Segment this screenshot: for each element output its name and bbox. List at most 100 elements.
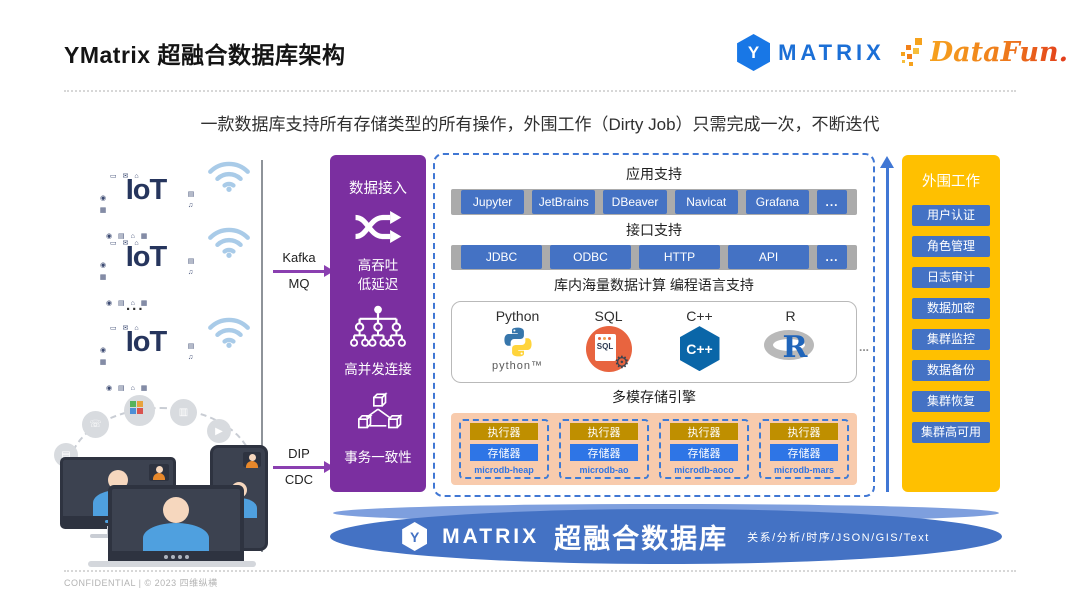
wifi-icon [208,317,250,348]
api-chip-more: ... [817,245,847,270]
iot-decor: ▤ ♫ [187,257,194,277]
flow-label-bottom: CDC [284,472,314,487]
banner-matrix-wordmark: MATRIX [442,524,540,548]
storage-chip: 存储器 [769,444,839,462]
iot-decor: ◉ ▦ [99,194,106,215]
executor-chip: 执行器 [669,423,739,441]
footer-divider [64,570,1016,572]
flow-label-top: Kafka [282,250,316,265]
matrix-hexagon-icon: Y [737,34,771,71]
engine-group: 执行器 存储器 microdb-heap [459,419,549,480]
flow-kafka-mq: Kafka MQ [268,250,334,291]
iot-decor: ◉ ▤ ⌂ ▦ [106,233,150,240]
banner-matrix-hexagon-icon: Y [402,522,428,551]
engine-name: microdb-ao [579,465,629,476]
phone-node-icon: ☏ [82,411,109,438]
cubes-icon [358,391,403,429]
app-chip: Navicat [674,189,738,214]
api-chip: JDBC [461,245,542,270]
section-title-storage-engines: 多模存储引擎 [612,389,696,406]
iot-decor: ▤ ♫ [187,342,194,362]
sources-ellipsis: ... [126,297,145,314]
r-icon: R [762,326,820,370]
iot-label: IoT [125,326,168,358]
topology-icon [350,305,406,347]
banner-title: 超融合数据库 [554,524,729,554]
ingest-column: 数据接入 高吞吐 低延迟 高并发连接 [330,155,426,492]
shuffle-icon [355,211,402,244]
app-chip: JetBrains [532,189,596,214]
datafun-pixels-icon [900,37,922,66]
flow-arrow-icon [273,265,334,277]
api-chip: ODBC [550,245,631,270]
datafun-logo: DataFun. [900,37,1068,68]
engine-name: microdb-heap [474,465,534,476]
matrix-logo: Y MATRIX [737,34,885,71]
iot-decor: ◉ ▦ [99,261,106,282]
engine-group: 执行器 存储器 microdb-mars [759,419,849,480]
periphery-item: 角色管理 [912,236,990,257]
periphery-title: 外围工作 [922,174,980,190]
app-chip: Grafana [745,189,810,214]
languages-ellipsis: ... [858,340,869,355]
product-banner: Y MATRIX 超融合数据库 关系/分析/时序/JSON/GIS/Text [330,509,1002,564]
core-panel: 应用支持 Jupyter JetBrains DBeaver Navicat G… [433,153,875,497]
app-chip: Jupyter [461,189,525,214]
app-support-bar: Jupyter JetBrains DBeaver Navicat Grafan… [451,189,857,215]
wifi-icon [208,227,250,258]
lang-sql: SQL SQL ⚙ [563,307,654,379]
iot-decor: ◉ ▦ [99,346,106,367]
video-node-icon: ▶ [207,419,231,443]
matrix-wordmark: MATRIX [778,39,885,65]
header-logos: Y MATRIX DataFun. [737,34,1068,71]
engine-name: microdb-aoco [674,465,734,476]
python-wordmark: python™ [491,360,544,373]
feature-high-concurrency: 高并发连接 [344,362,412,378]
datafun-wordmark: DataFun. [929,37,1068,68]
header-divider [64,90,1016,92]
chart-node-icon: ▥ [170,399,197,426]
api-chip: HTTP [639,245,720,270]
flow-label-bottom: MQ [288,276,310,291]
scale-up-arrow [886,167,889,492]
picture-in-picture [243,452,261,468]
iot-decor: ◉ ▤ ⌂ ▦ [106,300,150,307]
iot-wordcloud-icon: ▭ ✉ ⌂ ◉ ▦ IoT ▤ ♫ ◉ ▤ ⌂ ▦ [99,325,194,392]
app-chip-more: ... [817,189,848,214]
iot-decor: ▭ ✉ ⌂ [110,173,141,180]
language-box: Python python™ SQL SQL [451,301,869,384]
periphery-item: 集群高可用 [912,422,990,443]
puzzle-node-icon [124,395,155,426]
scale-up-arrow-head-icon [880,156,894,168]
iot-decor: ▭ ✉ ⌂ [110,325,141,332]
feature-line: 低延迟 [357,276,399,292]
banner-tagline: 关系/分析/时序/JSON/GIS/Text [747,531,930,544]
lang-cpp: C++ C++ [654,307,745,379]
ingest-title: 数据接入 [349,181,407,197]
flow-arrow-icon [273,461,334,473]
flow-dip-cdc: DIP CDC [268,446,334,487]
app-chip: DBeaver [603,189,667,214]
iot-label: IoT [125,241,168,273]
feature-line: 高吞吐 [357,257,399,273]
devices-illustration: ▤ ☏ ▥ ▶ ▭ [52,393,272,567]
laptop [108,485,244,567]
r-letter: R [782,330,808,366]
picture-in-picture [149,464,169,481]
periphery-item: 日志审计 [912,267,990,288]
section-title-compute-languages: 库内海量数据计算 编程语言支持 [554,277,754,294]
engine-name: microdb-mars [773,465,835,476]
section-title-app-support: 应用支持 [626,166,682,182]
lang-label: C++ [686,308,713,325]
iot-decor: ▤ ♫ [187,190,194,210]
periphery-item: 集群监控 [912,329,990,350]
iot-label: IoT [125,174,168,206]
storage-engines-bar: 执行器 存储器 microdb-heap 执行器 存储器 microdb-ao … [451,413,857,486]
lang-r: R R [745,307,836,379]
page-title: YMatrix 超融合数据库架构 [64,42,346,68]
feature-high-throughput: 高吞吐 低延迟 [358,257,399,295]
slide-subtitle: 一款数据库支持所有存储类型的所有操作，外围工作（Dirty Job）只需完成一次… [200,115,880,134]
flow-label-top: DIP [288,446,310,461]
api-chip: API [728,245,809,270]
periphery-item: 数据备份 [912,360,990,381]
